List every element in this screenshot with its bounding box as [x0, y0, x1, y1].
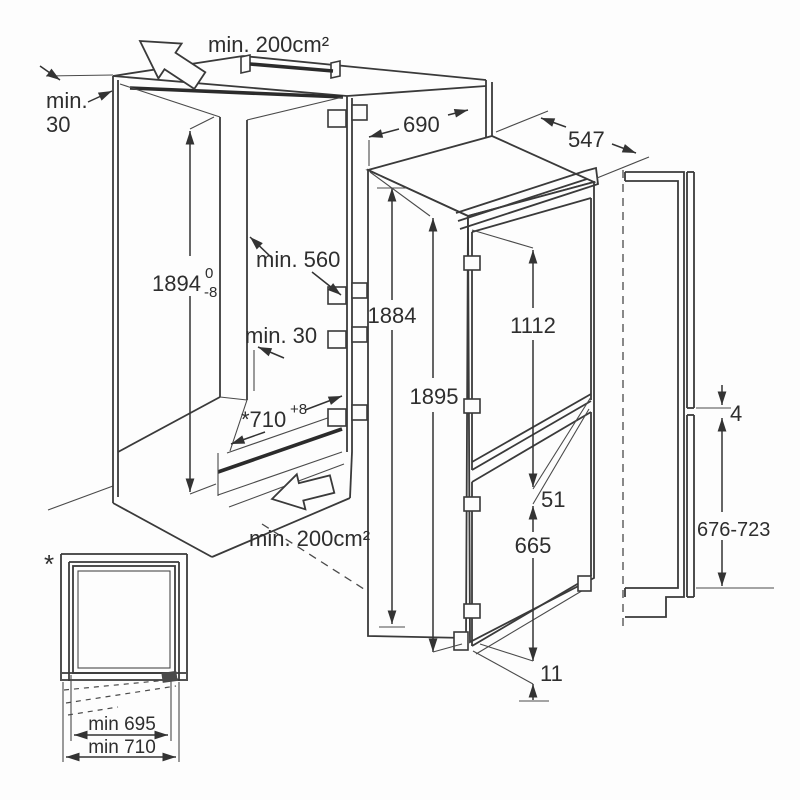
door-gap-label: 51: [541, 487, 565, 512]
door-swing-dashed-2: [65, 685, 177, 704]
carcass-outer-profile: [625, 171, 685, 618]
carcass-inner-profile: [625, 180, 679, 589]
wall-gap-arrow-icon: [39, 65, 61, 81]
appliance-height-label: 1884: [368, 303, 417, 328]
door-swing-dashed-3: [67, 706, 119, 716]
wall-edge-bottom: [47, 485, 114, 511]
upper-door: [471, 197, 592, 471]
door-bracket-3: [463, 496, 481, 512]
wall-gap-arrow2-icon: [87, 90, 113, 103]
labels: min. 200cm² min. 30 1894 0 -8 min. 560 m…: [44, 32, 770, 758]
vent-flap-right: [330, 60, 341, 79]
base-clearance-label: 11: [540, 661, 563, 686]
niche-depth-label: min. 560: [256, 247, 340, 272]
overall-height-label: 1895: [410, 384, 459, 409]
plan-footnote-marker: *: [44, 549, 54, 579]
upper-door-label: 1112: [510, 313, 556, 338]
top-vent-label: min. 200cm²: [208, 32, 329, 57]
door-bracket-4: [463, 603, 481, 619]
niche-height-tol-bottom: -8: [204, 284, 217, 301]
door-bracket-2: [463, 398, 481, 414]
rear-clearance-label: min. 30: [245, 323, 317, 348]
hinge-3: [327, 326, 368, 349]
wall-edge-top: [45, 74, 114, 77]
hinge-4: [327, 404, 368, 427]
plan-door-pivot: [161, 670, 178, 683]
bottom-vent-label: min. 200cm²: [249, 526, 370, 551]
upper-panel-strip: [686, 171, 695, 409]
niche-height-tol-top: 0: [205, 265, 213, 282]
bottom-airflow-arrow-icon: [270, 472, 336, 511]
wall-gap-label-line1: min.: [46, 88, 88, 113]
appliance-front-face: [467, 180, 595, 644]
plan-outer-width-label: min 710: [88, 737, 156, 758]
right-foot: [577, 575, 592, 592]
hinge-1: [327, 104, 368, 128]
furniture-panel-side-view: [622, 170, 695, 630]
lower-door-label: 665: [515, 533, 552, 558]
lower-panel-range-label: 676-723: [697, 519, 770, 541]
wall-gap-label-line2: 30: [46, 112, 70, 137]
top-airflow-arrow-icon: [138, 40, 207, 91]
dimensions: [185, 109, 774, 702]
appliance-depth-label: 547: [568, 127, 605, 152]
niche-width-tol: +8: [290, 401, 307, 418]
appliance-width-label: 690: [403, 112, 440, 137]
niche-width-label: *710: [241, 407, 286, 432]
rail-end-cap: [584, 166, 599, 188]
niche-height-label: 1894: [152, 271, 201, 296]
panel-gap-label: 4: [730, 401, 742, 426]
front-foot: [453, 631, 469, 651]
vent-flap-left: [240, 54, 251, 74]
housing-cabinet: [39, 40, 493, 613]
plan-inner-width-label: min 695: [88, 714, 156, 735]
appliance-body: [365, 135, 599, 655]
plan-appliance-outline: [72, 565, 176, 674]
plan-view: [60, 553, 188, 762]
lower-panel-strip: [686, 414, 695, 598]
door-bracket-1: [463, 255, 481, 271]
